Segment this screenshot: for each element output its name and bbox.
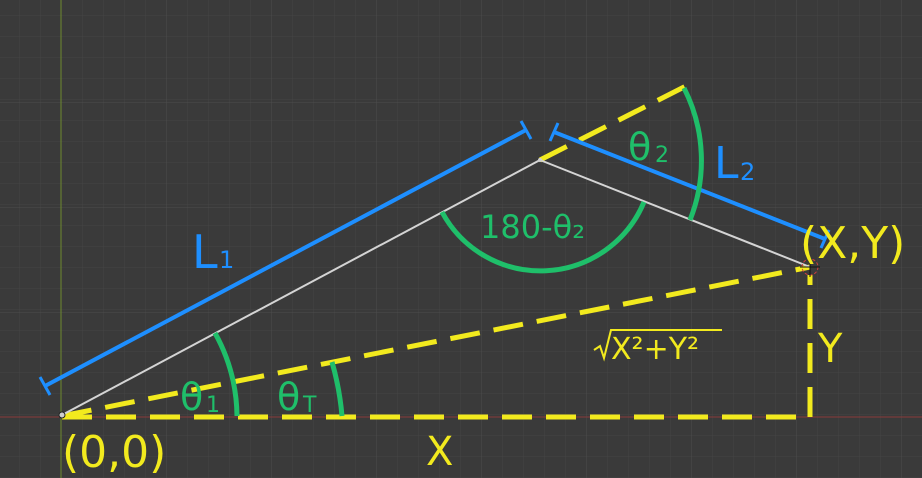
- svg-text:L: L: [192, 225, 218, 279]
- elbow-angle-label: 180-θ₂: [480, 208, 585, 246]
- elbow-joint: [538, 158, 542, 162]
- thetaT-arc: [329, 361, 345, 417]
- end-effector-marker: [800, 257, 820, 277]
- theta2-arc: [681, 86, 704, 221]
- svg-text:2: 2: [740, 158, 755, 186]
- svg-text:1: 1: [206, 393, 220, 418]
- elbow-arc: [439, 201, 647, 274]
- svg-text:T: T: [302, 393, 317, 418]
- thetaT-label: θ T: [277, 375, 317, 419]
- dimension-L1: [38, 120, 533, 396]
- arm: [61, 159, 811, 416]
- theta1-arc: [212, 331, 240, 417]
- sqrt-symbol: [593, 329, 722, 362]
- hypotenuse-label: X²+Y²: [611, 332, 699, 367]
- y-label: Y: [817, 326, 843, 372]
- hypotenuse-dashed: [61, 264, 811, 419]
- L1-label: L 1: [192, 225, 234, 279]
- angle-arcs: [212, 86, 704, 417]
- theta1-label: θ 1: [180, 375, 220, 419]
- svg-text:θ: θ: [180, 375, 203, 419]
- dimension-L2: [548, 122, 831, 249]
- link1: [61, 159, 541, 416]
- base-joint: [58, 411, 66, 419]
- svg-text:θ: θ: [628, 125, 651, 169]
- L2-label: L 2: [714, 138, 755, 189]
- target-label: (X,Y): [800, 218, 905, 269]
- origin-label: (0,0): [62, 427, 166, 478]
- svg-text:θ: θ: [277, 375, 300, 419]
- x-label: X: [426, 429, 453, 475]
- svg-text:1: 1: [219, 246, 234, 274]
- link2: [539, 159, 811, 268]
- theta2-label: θ 2: [628, 125, 669, 169]
- svg-text:2: 2: [655, 143, 669, 168]
- theta2-extension-dashed: [538, 81, 692, 163]
- svg-text:L: L: [714, 138, 739, 189]
- yellow-guides: [61, 81, 813, 420]
